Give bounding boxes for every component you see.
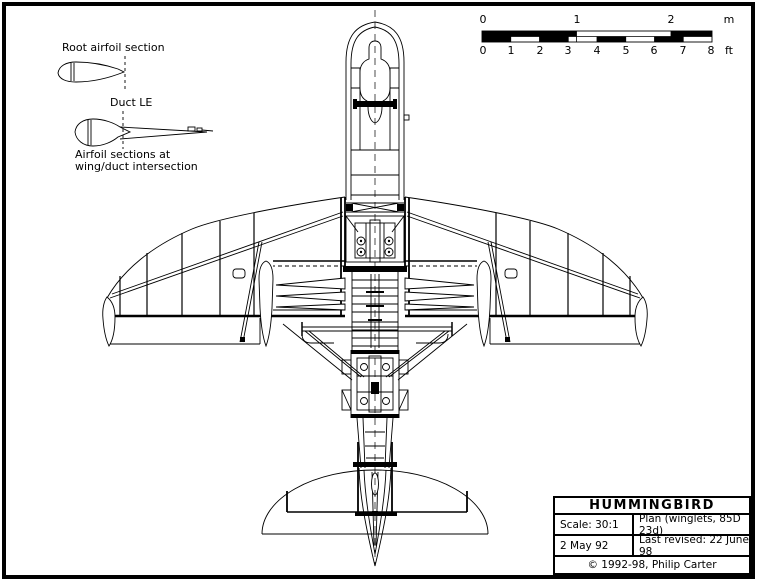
title-block: HUMMINGBIRD Scale: 30:1 Plan (winglets, … bbox=[553, 496, 751, 575]
fuselage bbox=[282, 10, 468, 567]
wing-left bbox=[101, 195, 347, 348]
scale-ft-8: 8 bbox=[708, 44, 715, 57]
root-airfoil-section-figure bbox=[57, 56, 126, 91]
scale-m-unit: m bbox=[724, 13, 735, 26]
scale-m-2: 2 bbox=[668, 13, 675, 26]
a-frame-brace bbox=[282, 322, 468, 381]
wing-right bbox=[404, 196, 648, 348]
scale-ft-5: 5 bbox=[623, 44, 630, 57]
title-block-row-date-revision: 2 May 92 Last revised: 22 June 98 bbox=[555, 533, 749, 558]
instrument-panel bbox=[353, 99, 397, 109]
scale-ft-0: 0 bbox=[480, 44, 487, 57]
scale-bar: 0 1 2 m 0 1 2 3 4 5 6 7 8 ft bbox=[480, 13, 735, 57]
date-cell: 2 May 92 bbox=[555, 536, 634, 556]
intersection-label-line2: wing/duct intersection bbox=[75, 160, 198, 173]
root-airfoil-label: Root airfoil section bbox=[62, 41, 165, 54]
copyright-cell: © 1992-98, Philip Carter bbox=[587, 559, 717, 572]
scale-ft-unit: ft bbox=[725, 44, 734, 57]
scale-ft-4: 4 bbox=[594, 44, 601, 57]
title-block-title: HUMMINGBIRD bbox=[555, 498, 749, 516]
scale-ft-6: 6 bbox=[651, 44, 658, 57]
title-block-row-copyright: © 1992-98, Philip Carter bbox=[555, 557, 749, 573]
wing-duct-intersection-airfoil-figure bbox=[74, 111, 214, 149]
scale-ft-1: 1 bbox=[508, 44, 515, 57]
scale-ft-2: 2 bbox=[537, 44, 544, 57]
title-block-row-scale-view: Scale: 30:1 Plan (winglets, 85D 23d) bbox=[555, 512, 749, 537]
scale-m-1: 1 bbox=[574, 13, 581, 26]
revision-cell: Last revised: 22 June 98 bbox=[639, 533, 749, 558]
scale-m-0: 0 bbox=[480, 13, 487, 26]
intersection-label-line1: Airfoil sections at bbox=[75, 148, 171, 161]
duct-le-label: Duct LE bbox=[110, 96, 153, 109]
view-cell: Plan (winglets, 85D 23d) bbox=[639, 512, 741, 537]
scale-cell: Scale: 30:1 bbox=[555, 515, 634, 535]
scale-ft-3: 3 bbox=[565, 44, 572, 57]
scale-ft-7: 7 bbox=[680, 44, 687, 57]
